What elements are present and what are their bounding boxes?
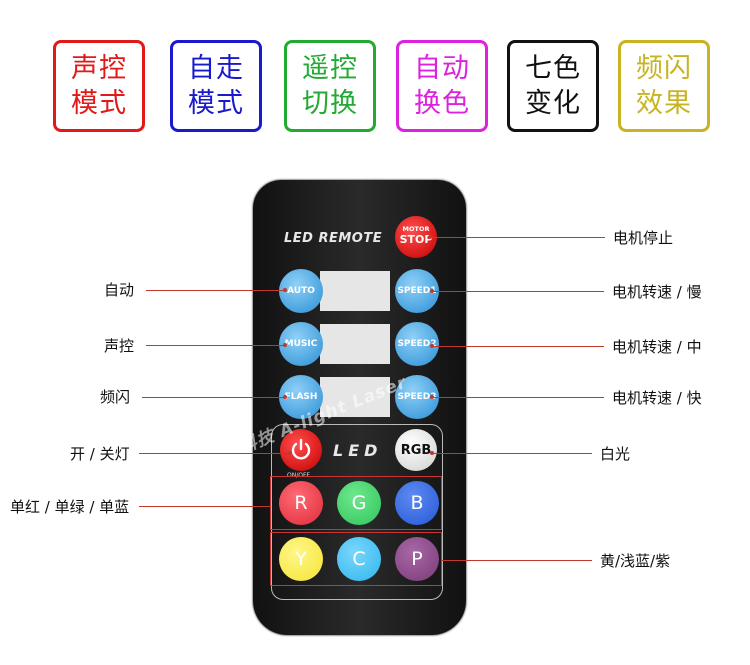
rgb-group-frame [270,476,442,530]
feature-label: 遥控切换 [302,53,358,119]
leader-line [430,237,605,238]
power-button[interactable] [280,429,322,471]
ycp-group-frame [270,532,442,586]
cyan-button[interactable]: C [337,537,381,581]
leader-line [432,397,604,398]
label-motor-stop: 电机停止 [613,229,674,247]
led-label: LED [333,441,383,460]
button-strip [320,377,390,417]
feature-strobe: 频闪效果 [618,40,710,132]
button-strip [320,324,390,364]
label-rgb-single: 单红 / 单绿 / 单蓝 [10,498,130,516]
feature-remote-switch: 遥控切换 [284,40,376,132]
leader-line [432,346,604,347]
remote-title: LED REMOTE [284,231,383,246]
leader-dot [283,288,287,292]
leader-dot [430,451,434,455]
feature-label: 频闪效果 [636,53,692,119]
red-button[interactable]: R [279,481,323,525]
label-speed-slow: 电机转速 / 慢 [612,283,702,301]
label-speed-mid: 电机转速 / 中 [612,338,702,356]
purple-button[interactable]: P [395,537,439,581]
leader-line [139,506,270,507]
label-flash: 频闪 [100,388,131,406]
leader-dot [430,344,434,348]
feature-seven-colors: 七色变化 [507,40,599,132]
blue-button[interactable]: B [395,481,439,525]
leader-dot [283,343,287,347]
label-ycp: 黄/浅蓝/紫 [600,552,671,570]
leader-line [146,290,284,291]
leader-dot [430,289,434,293]
feature-auto-color: 自动换色 [396,40,488,132]
feature-label: 自动换色 [414,53,470,119]
feature-label: 七色变化 [525,53,581,119]
label-speed-fast: 电机转速 / 快 [612,389,702,407]
label-auto: 自动 [104,281,135,299]
leader-line [146,345,284,346]
leader-line [142,397,284,398]
rgb-white-button[interactable]: RGB [395,429,437,471]
feature-label: 声控模式 [71,53,127,119]
feature-sound-mode: 声控模式 [53,40,145,132]
leader-dot [428,235,432,239]
button-strip [320,271,390,311]
onoff-label: ON/OFF [287,472,310,479]
leader-dot [430,395,434,399]
label-music: 声控 [104,337,135,355]
label-power: 开 / 关灯 [70,445,130,463]
label-white: 白光 [600,445,631,463]
leader-line [432,453,592,454]
leader-line [432,291,604,292]
leader-dot [288,451,292,455]
leader-line [139,453,289,454]
feature-auto-walk-mode: 自走模式 [170,40,262,132]
leader-line [442,560,592,561]
yellow-button[interactable]: Y [279,537,323,581]
feature-label: 自走模式 [188,53,244,119]
led-panel [271,424,443,600]
green-button[interactable]: G [337,481,381,525]
power-icon [291,438,311,460]
leader-dot [283,395,287,399]
